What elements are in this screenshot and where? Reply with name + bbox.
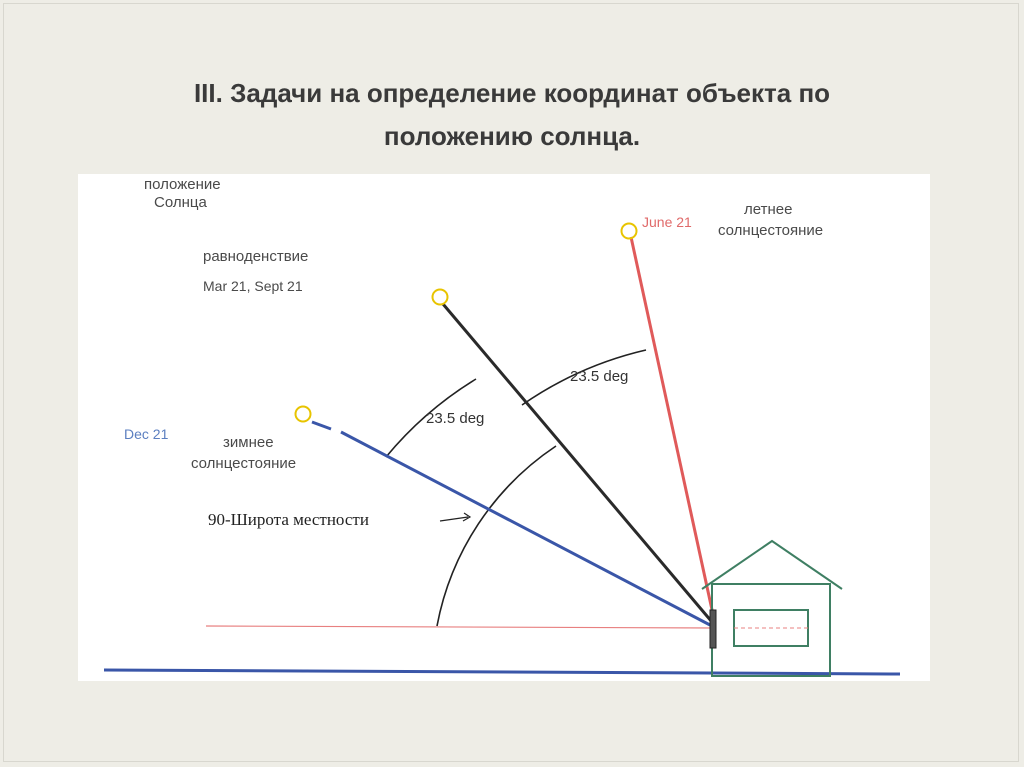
sun-position-label-line2: Солнца: [154, 194, 207, 211]
ground-line: [103, 668, 901, 676]
winter-solstice-ray: [340, 430, 711, 627]
summer-solstice-label-line1: летнее: [744, 201, 793, 218]
summer-solstice-ray: [629, 236, 716, 620]
angle-label-upper: 23.5 deg: [570, 368, 629, 385]
winter-solstice-ray-stub: [311, 420, 332, 431]
angle-arc-outer: [521, 349, 647, 406]
winter-solstice-label-line2: солнцестояние: [191, 455, 297, 472]
latitude-arc: [436, 445, 557, 627]
angle-label-lower: 23.5 deg: [426, 410, 485, 427]
sun-summer-icon: [620, 222, 638, 240]
equinox-label: равноденствие: [203, 248, 309, 265]
latitude-label: 90-Широта местности: [208, 510, 369, 529]
title-line-2: положению солнца.: [383, 121, 641, 151]
title-line-1: III. Задачи на определение координат объ…: [193, 78, 831, 108]
horizon-reference-line: [205, 625, 716, 629]
slide-frame: [3, 3, 1019, 762]
summer-solstice-label-line2: солнцестояние: [718, 222, 824, 239]
sun-position-label-line1: положение: [144, 176, 221, 193]
house-icon: [701, 539, 843, 677]
sun-position-diagram: положение Солнца равноденствие Mar 21, S…: [78, 174, 930, 681]
sun-winter-icon: [294, 405, 312, 423]
winter-solstice-date: Dec 21: [124, 426, 169, 442]
slide-title: III. Задачи на определение координат объ…: [112, 72, 912, 158]
equinox-ray: [441, 303, 714, 623]
latitude-arrowhead: [462, 512, 472, 522]
sun-equinox-icon: [431, 288, 449, 306]
latitude-arrow: [439, 516, 469, 522]
diagram-canvas: [103, 222, 901, 677]
equinox-dates: Mar 21, Sept 21: [203, 278, 303, 294]
angle-arc-inner: [385, 378, 477, 458]
summer-solstice-date: June 21: [642, 214, 692, 230]
winter-solstice-label-line1: зимнее: [223, 434, 274, 451]
